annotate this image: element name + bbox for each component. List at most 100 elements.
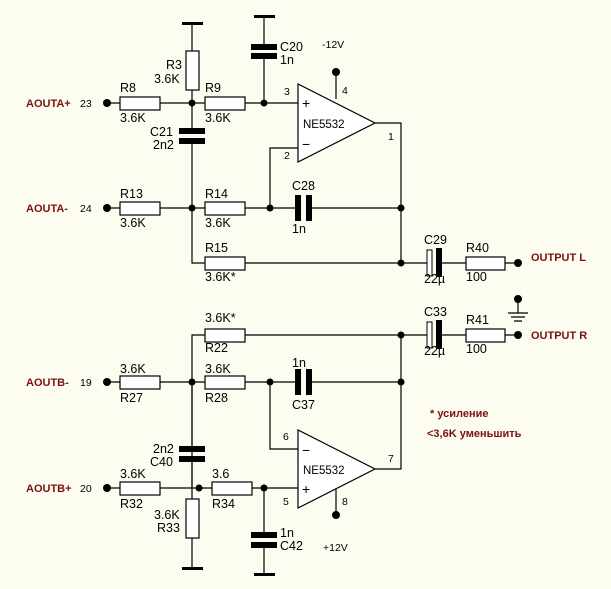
r14-ref: R14 (205, 187, 228, 201)
opamp-b-supply-label: +12V (323, 542, 348, 554)
r40-value: 100 (466, 270, 487, 284)
r34-value: 3.6 (212, 467, 229, 481)
capacitor-c28[interactable] (295, 195, 312, 221)
c28-value: 1n (292, 222, 306, 236)
r8-value: 3.6K (120, 111, 146, 125)
r9-value: 3.6K (205, 111, 231, 125)
ground-bar-icon (182, 567, 203, 570)
opamp-b-part: NE5532 (303, 465, 345, 477)
note-gain: * усиление (430, 408, 489, 420)
r41-ref: R41 (466, 313, 489, 327)
resistor-r32[interactable] (119, 481, 161, 496)
output-terminal-l[interactable] (514, 259, 522, 267)
junction-dot (397, 331, 405, 339)
c21-value: 2n2 (153, 138, 174, 152)
c37-ref: C37 (292, 398, 315, 412)
capacitor-c40[interactable] (179, 446, 205, 462)
c20-value: 1n (280, 53, 294, 67)
ground-bar-icon (254, 573, 275, 576)
connector-pin-20: 20 (80, 483, 92, 495)
input-terminal-aoutb-plus[interactable] (103, 484, 111, 492)
r28-value: 3.6K (205, 362, 231, 376)
resistor-r15[interactable] (204, 256, 246, 271)
junction-dot (260, 484, 268, 492)
opamp-a-pin-supply: 4 (342, 85, 348, 97)
wire (269, 382, 300, 450)
r14-value: 3.6K (205, 216, 231, 230)
connector-pin-24: 24 (80, 203, 92, 215)
wire (191, 23, 205, 264)
input-terminal-aouta-minus[interactable] (103, 204, 111, 212)
r32-value: 3.6K (120, 467, 146, 481)
electrolytic-capacitor-c29[interactable] (426, 248, 442, 277)
c42-value: 1n (280, 526, 294, 540)
resistor-r27[interactable] (119, 375, 161, 390)
supply-terminal-pos12v[interactable] (332, 511, 340, 519)
opamp-b-pin-plus: 5 (283, 496, 289, 508)
net-label-aouta-plus: AOUTA+ (26, 98, 71, 110)
connector-pin-19: 19 (80, 377, 92, 389)
r22-ref: R22 (205, 341, 228, 355)
resistor-r28[interactable] (204, 375, 246, 390)
resistor-r13[interactable] (119, 201, 161, 216)
c33-value: 22µ (424, 344, 445, 358)
input-terminal-aouta-plus[interactable] (103, 99, 111, 107)
c40-ref: C40 (150, 455, 173, 469)
wire (375, 335, 402, 470)
junction-dot (397, 204, 405, 212)
c29-ref: C29 (424, 233, 447, 247)
opamp-a-pin-minus: 2 (284, 150, 290, 162)
r40-ref: R40 (466, 241, 489, 255)
resistor-r22[interactable] (204, 328, 246, 343)
capacitor-c42[interactable] (251, 532, 277, 548)
c42-ref: C42 (280, 539, 303, 553)
opamp-b[interactable] (297, 429, 377, 509)
wire (269, 147, 300, 208)
junction-dot (188, 378, 196, 386)
junction-dot (260, 99, 268, 107)
electrolytic-capacitor-c33[interactable] (426, 320, 442, 349)
wire (375, 122, 402, 263)
c29-value: 22µ (424, 272, 445, 286)
net-label-aoutb-minus: AOUTB- (26, 377, 69, 389)
net-label-output-l: OUTPUT L (531, 252, 586, 264)
opamp-a-part: NE5532 (303, 119, 345, 131)
resistor-r3[interactable] (185, 50, 200, 91)
r27-value: 3.6K (120, 362, 146, 376)
opamp-a[interactable] (297, 83, 377, 163)
capacitor-c21[interactable] (179, 128, 205, 144)
r22-value: 3.6K* (205, 311, 236, 325)
resistor-r34[interactable] (211, 481, 253, 496)
resistor-r14[interactable] (204, 201, 246, 216)
opamp-b-pin-supply: 8 (342, 496, 348, 508)
junction-dot (266, 378, 274, 386)
resistor-r33[interactable] (185, 498, 200, 539)
opamp-a-pin-plus: 3 (284, 86, 290, 98)
net-label-aouta-minus: AOUTA- (26, 203, 68, 215)
capacitor-c20[interactable] (251, 44, 277, 59)
r13-value: 3.6K (120, 216, 146, 230)
opamp-b-plus-sign: + (302, 481, 310, 497)
junction-dot (188, 204, 196, 212)
capacitor-c37[interactable] (295, 369, 312, 395)
junction-dot (397, 378, 405, 386)
supply-terminal-neg12v[interactable] (332, 68, 340, 76)
ground-bar-icon (254, 15, 275, 18)
input-terminal-aoutb-minus[interactable] (103, 378, 111, 386)
junction-dot (188, 99, 196, 107)
ground-symbol-icon (508, 295, 528, 322)
c37-value: 1n (292, 356, 306, 370)
r41-value: 100 (466, 342, 487, 356)
resistor-r40[interactable] (465, 256, 506, 271)
resistor-r8[interactable] (119, 96, 161, 111)
c21-ref: C21 (150, 125, 173, 139)
resistor-r9[interactable] (204, 96, 246, 111)
opamp-a-supply-label: -12V (322, 39, 344, 51)
c28-ref: C28 (292, 179, 315, 193)
r27-ref: R27 (120, 391, 143, 405)
output-terminal-r[interactable] (514, 331, 522, 339)
junction-dot (195, 484, 203, 492)
resistor-r41[interactable] (465, 328, 506, 343)
r33-ref: R33 (157, 521, 180, 535)
